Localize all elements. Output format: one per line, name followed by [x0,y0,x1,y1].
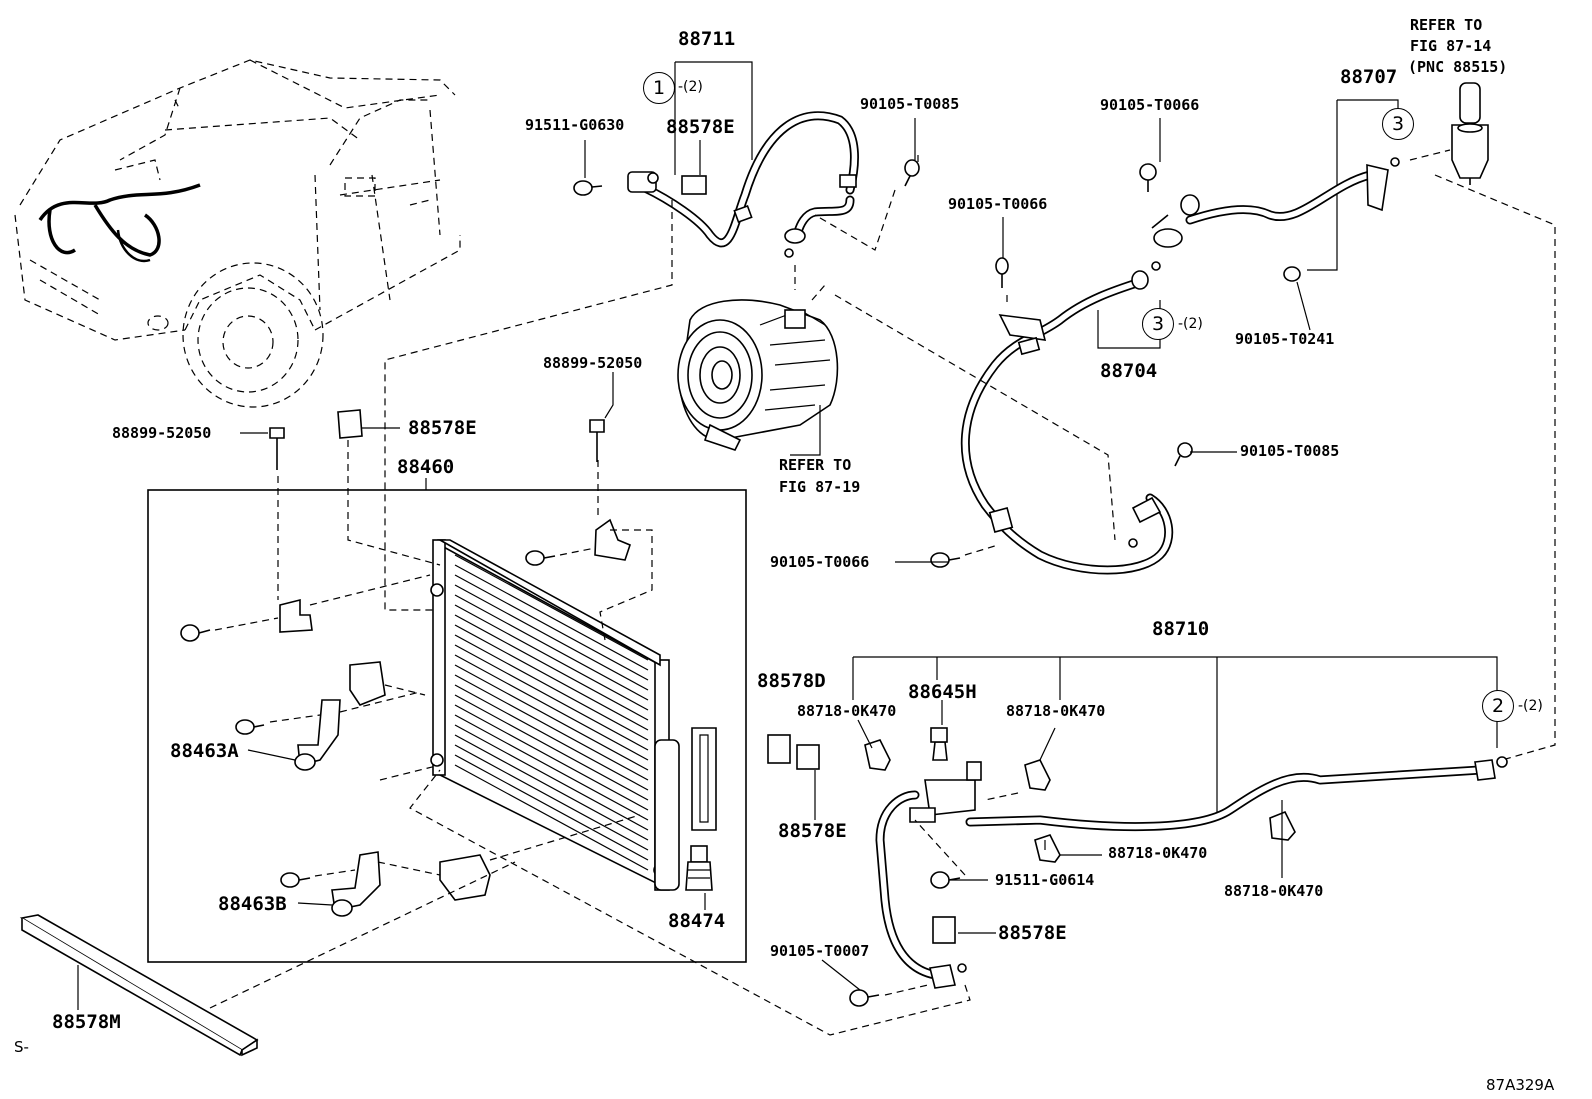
callout-88578e-lower-2: 88578E [998,922,1067,944]
marker-1: 1 [643,72,675,104]
callout-90105-t0066-c: 90105-T0066 [770,553,870,571]
callout-88578m: 88578M [52,1011,121,1033]
suction-hose-88704-art [834,257,1193,575]
callout-88710: 88710 [1152,618,1210,640]
callout-90105-t0241: 90105-T0241 [1235,330,1335,348]
callout-88463a: 88463A [170,740,239,762]
liquid-pipe-88710-art [409,656,1508,1036]
refer-valve-line-1: REFER TO [1410,16,1483,34]
condenser-box [147,440,747,963]
figure-code: 87A329A [1486,1076,1555,1094]
callout-88474: 88474 [668,910,726,932]
callout-88711: 88711 [678,28,736,50]
discharge-hose-88711-art [384,61,920,611]
callout-88718-0k470-b: 88718-0K470 [1006,702,1106,720]
callout-88578e-mid: 88578E [408,417,477,439]
callout-88707: 88707 [1340,66,1398,88]
refer-valve-line-3: (PNC 88515) [1408,58,1508,76]
expansion-valve-art [1451,82,1489,185]
callout-88718-0k470-c: 88718-0K470 [1108,844,1208,862]
callout-88578e-lower-1: 88578E [778,820,847,842]
callout-88899-52050-left: 88899-52050 [112,424,212,442]
callout-88899-52050-right: 88899-52050 [543,354,643,372]
callout-88718-0k470-d: 88718-0K470 [1224,882,1324,900]
marker-2-qty: -(2) [1518,698,1543,714]
corner-mark: S- [14,1038,29,1056]
callout-90105-t0066-b: 90105-T0066 [948,195,1048,213]
marker-1-qty: -(2) [678,79,703,95]
liquid-pipe-88707-art [1139,99,1556,761]
callout-88704: 88704 [1100,360,1158,382]
callout-90105-t0085-mid: 90105-T0085 [1240,442,1340,460]
marker-2: 2 [1482,690,1514,722]
callout-88578e-top: 88578E [666,116,735,138]
callout-90105-t0066-a: 90105-T0066 [1100,96,1200,114]
callout-88645h: 88645H [908,681,977,703]
leader-lines [77,118,1311,1010]
callout-88463b: 88463B [218,893,287,915]
marker-3-lower: 3 [1142,308,1174,340]
refer-valve-line-2: FIG 87-14 [1410,37,1492,55]
marker-3-lower-qty: -(2) [1178,316,1203,332]
compressor-art [677,265,839,456]
seal-bar-88578m-art [19,861,516,1057]
refer-compressor-line-2: FIG 87-19 [779,478,861,496]
callout-88460: 88460 [397,456,455,478]
callout-91511-g0630: 91511-G0630 [525,116,625,134]
callout-90105-t0007: 90105-T0007 [770,942,870,960]
vehicle-outline [14,59,461,408]
marker-3-upper: 3 [1382,108,1414,140]
callout-90105-t0085-top: 90105-T0085 [860,95,960,113]
callout-88718-0k470-a: 88718-0K470 [797,702,897,720]
callout-88578d: 88578D [757,670,826,692]
refer-compressor-line-1: REFER TO [779,456,852,474]
callout-91511-g0614: 91511-G0614 [995,871,1095,889]
bolts-art [269,409,605,470]
